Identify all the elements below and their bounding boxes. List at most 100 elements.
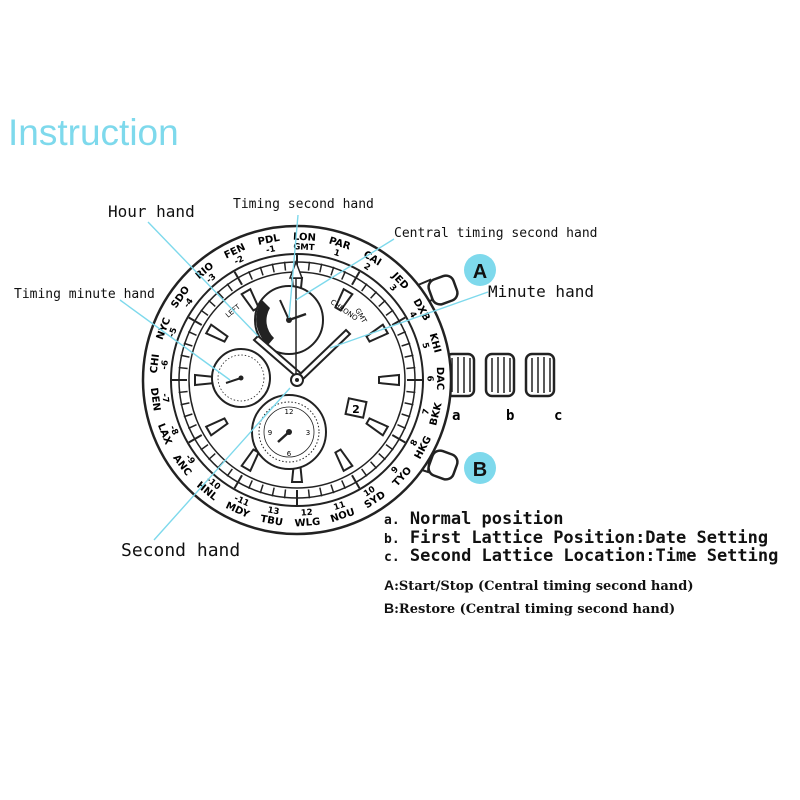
option-a: a. Normal position bbox=[384, 509, 563, 529]
minute-tick bbox=[378, 299, 386, 307]
subdial-bottom-3: 3 bbox=[306, 429, 310, 437]
minute-tick bbox=[361, 283, 368, 292]
crown-letter-a: a bbox=[452, 408, 460, 424]
label-central-timing-second-hand: Central timing second hand bbox=[394, 226, 598, 241]
subdial-bottom bbox=[251, 394, 327, 470]
subdial-top bbox=[254, 285, 324, 355]
bezel-offset-18: -7 bbox=[159, 393, 170, 404]
date-value: 2 bbox=[352, 403, 360, 416]
hour-marker bbox=[204, 417, 229, 437]
minute-tick bbox=[401, 413, 411, 418]
bezel-offset-24: -1 bbox=[265, 244, 276, 256]
minute-tick bbox=[188, 316, 203, 326]
bezel-offset-13: 13 bbox=[267, 505, 280, 517]
subdial-left bbox=[211, 348, 271, 408]
date-window bbox=[344, 397, 368, 419]
minute-tick bbox=[307, 261, 311, 271]
option-c-key: c. bbox=[384, 550, 400, 565]
bezel-city-0: LON bbox=[293, 232, 316, 244]
bezel-city-18: DEN bbox=[148, 387, 162, 412]
label-timing-minute-hand: Timing minute hand bbox=[14, 287, 155, 302]
minute-tick bbox=[200, 309, 209, 316]
button-a-letter: A bbox=[473, 261, 487, 283]
minute-tick bbox=[330, 484, 335, 494]
minute-tick bbox=[178, 366, 188, 370]
page-title: Instruction bbox=[8, 112, 179, 153]
bezel-city-12: WLG bbox=[294, 517, 320, 530]
minute-tick bbox=[319, 487, 323, 497]
minute-tick bbox=[341, 480, 347, 490]
minute-tick bbox=[378, 453, 386, 461]
minute-tick bbox=[247, 480, 253, 490]
bezel-city-19: CHI bbox=[149, 353, 162, 374]
hour-marker bbox=[365, 417, 390, 437]
bezel-offset-19: -6 bbox=[160, 359, 171, 370]
crown-letter-c: c bbox=[554, 408, 562, 424]
hour-marker bbox=[334, 448, 354, 473]
minute-tick bbox=[404, 354, 414, 358]
hour-marker bbox=[240, 448, 260, 473]
crown-position-c bbox=[524, 352, 556, 398]
note-b-text: :Restore (Central timing second hand) bbox=[394, 602, 676, 617]
label-second-hand: Second hand bbox=[121, 540, 241, 561]
minute-tick bbox=[397, 424, 407, 430]
minute-tick bbox=[397, 330, 407, 336]
option-b: b. First Lattice Position:Date Setting bbox=[384, 528, 768, 548]
bezel-offset-0: GMT bbox=[293, 242, 315, 253]
crown-position-b bbox=[484, 352, 516, 398]
minute-tick bbox=[351, 271, 361, 286]
minute-tick bbox=[391, 316, 406, 326]
bezel-city-13: TBU bbox=[260, 514, 284, 529]
callout-timing-second-hand bbox=[288, 214, 299, 319]
button-a-badge: A bbox=[464, 254, 496, 286]
bezel-offset-1: 1 bbox=[332, 248, 341, 259]
label-hour-hand: Hour hand bbox=[108, 202, 195, 221]
hour-marker bbox=[378, 373, 400, 387]
subdial-bottom-9: 9 bbox=[268, 429, 272, 437]
minute-tick bbox=[259, 484, 264, 494]
label-timing-second-hand: Timing second hand bbox=[233, 197, 374, 212]
option-b-text: First Lattice Position:Date Setting bbox=[409, 528, 769, 548]
hour-marker bbox=[204, 323, 229, 343]
callout-second-hand bbox=[153, 387, 291, 541]
note-a-key: A bbox=[384, 577, 395, 593]
minute-tick bbox=[283, 261, 287, 271]
minute-tick bbox=[247, 270, 253, 280]
minute-tick bbox=[361, 468, 368, 477]
minute-tick bbox=[187, 424, 197, 430]
minute-tick bbox=[180, 354, 190, 358]
bezel-city-24: PDL bbox=[257, 233, 281, 248]
minute-tick bbox=[180, 402, 190, 406]
option-a-key: a. bbox=[384, 513, 400, 528]
button-b-letter: B bbox=[473, 459, 487, 481]
bezel-offset-7: 7 bbox=[421, 408, 432, 416]
crown-letter-b: b bbox=[506, 408, 514, 424]
option-b-key: b. bbox=[384, 532, 400, 547]
minute-tick bbox=[187, 330, 197, 336]
minute-tick bbox=[233, 474, 243, 489]
bezel-city-5: KHI bbox=[427, 332, 443, 354]
callout-minute-hand bbox=[329, 291, 489, 349]
hour-marker bbox=[334, 287, 354, 312]
minute-tick bbox=[271, 263, 275, 273]
bezel-offset-12: 12 bbox=[301, 508, 314, 519]
callout-lines bbox=[119, 214, 489, 541]
minute-tick bbox=[351, 474, 361, 489]
subdial-bottom-6: 6 bbox=[287, 450, 292, 458]
minute-tick bbox=[319, 263, 323, 273]
bezel-offset-6: 6 bbox=[424, 376, 434, 382]
minute-tick bbox=[233, 271, 243, 286]
minute-tick bbox=[406, 390, 416, 394]
bezel-offset-11: 11 bbox=[332, 500, 346, 513]
minute-tick bbox=[208, 453, 216, 461]
minute-tick bbox=[307, 489, 311, 499]
minute-tick bbox=[401, 342, 411, 347]
minute-tick bbox=[188, 434, 203, 444]
callout-hour-hand bbox=[147, 221, 259, 337]
minute-tick bbox=[370, 291, 378, 299]
minute-tick bbox=[330, 266, 335, 276]
subdial-bottom-12: 12 bbox=[285, 408, 294, 416]
minute-tick bbox=[200, 444, 209, 451]
bezel-offset-5: 5 bbox=[419, 342, 430, 350]
